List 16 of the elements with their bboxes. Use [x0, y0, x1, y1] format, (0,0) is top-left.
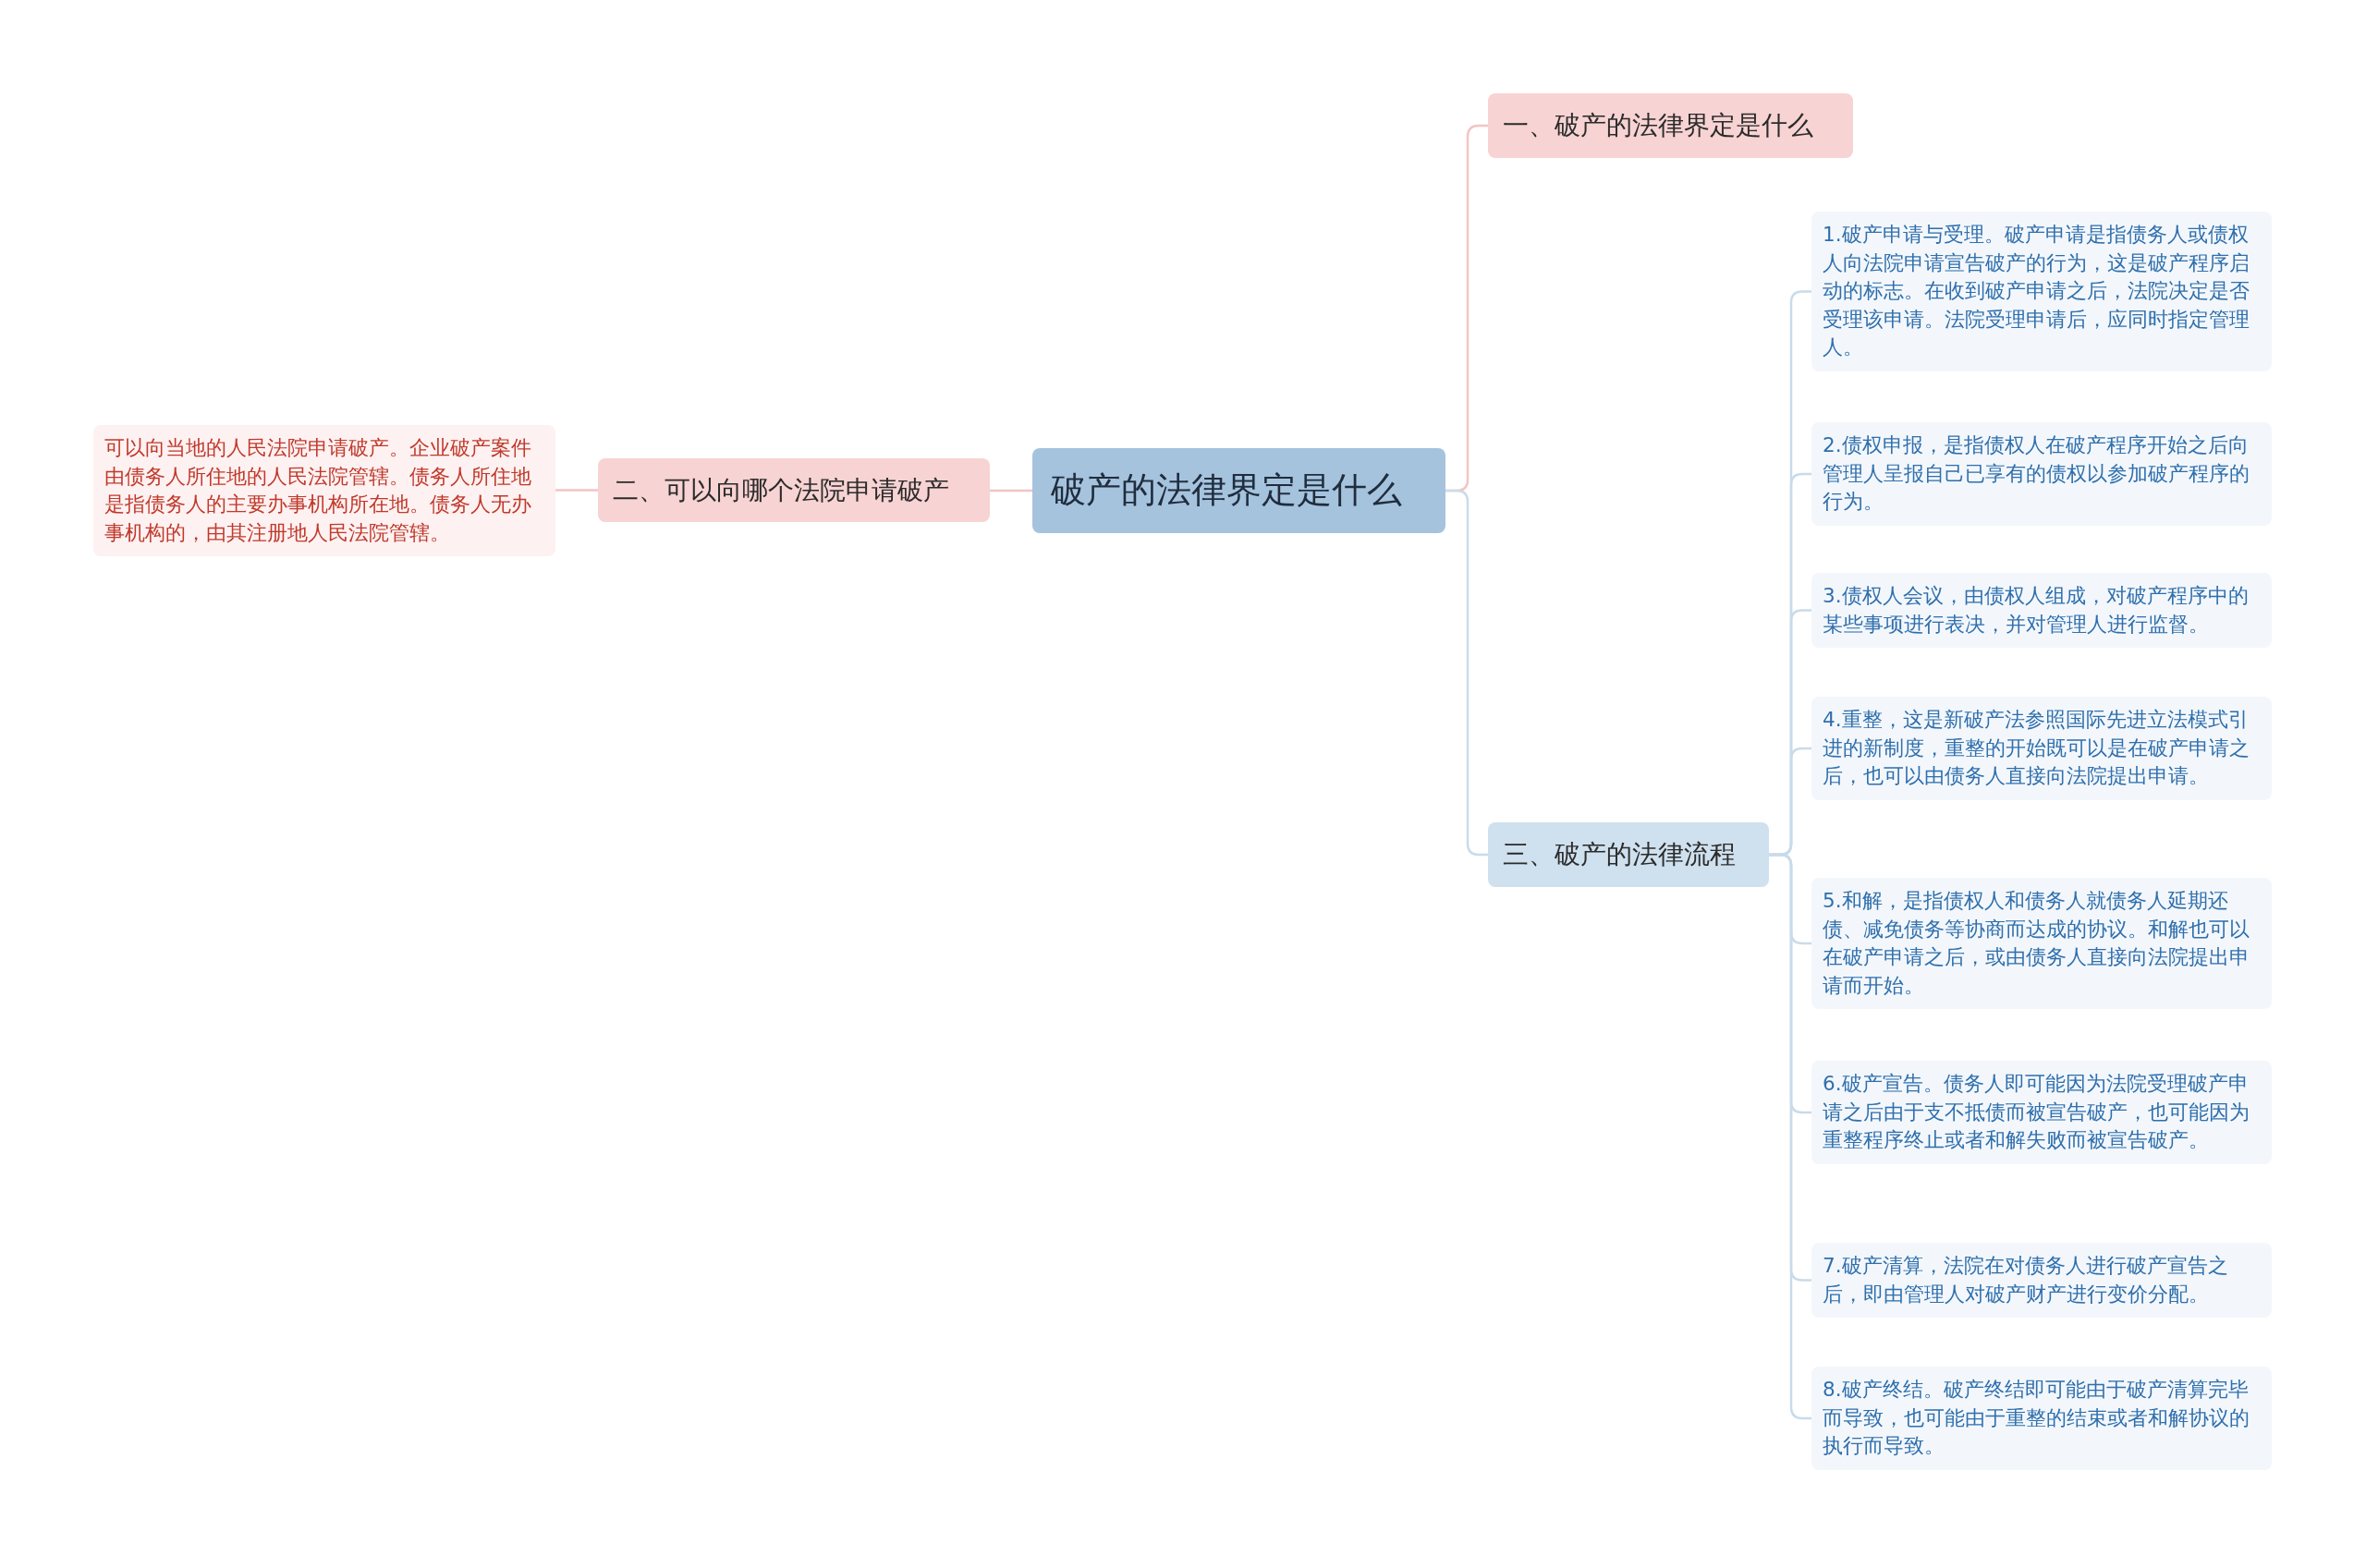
subtopic-note: 3.债权人会议，由债权人组成，对破产程序中的某些事项进行表决，并对管理人进行监督。 — [1811, 573, 2272, 649]
subtopic-note: 8.破产终结。破产终结即可能由于破产清算完毕而导致，也可能由于重整的结束或者和解协议的执行而导致。 — [1811, 1367, 2272, 1470]
central-topic: 破产的法律界定是什么 — [1032, 448, 1445, 533]
subtopic-note: 可以向当地的人民法院申请破产。企业破产案件由债务人所住地的人民法院管辖。债务人所住地是指债务人的主要办事机构所在地。债务人无办事机构的，由其注册地人民法院管辖。 — [93, 425, 555, 557]
subtopic-note: 5.和解，是指债权人和债务人就债务人延期还债、减免债务等协商而达成的协议。和解也可以在破产申请之后，或由债务人直接向法院提出申请而开始。 — [1811, 878, 2272, 1010]
subtopic-note: 2.债权申报，是指债权人在破产程序开始之后向管理人呈报自己已享有的债权以参加破产程序的行为。 — [1811, 422, 2272, 526]
branch-topic: 二、可以向哪个法院申请破产 — [598, 458, 990, 522]
subtopic-note: 7.破产清算，法院在对债务人进行破产宣告之后，即由管理人对破产财产进行变价分配。 — [1811, 1243, 2272, 1319]
connector-line — [990, 489, 1032, 492]
subtopic-note: 4.重整，这是新破产法参照国际先进立法模式引进的新制度，重整的开始既可以是在破产申请之后，也可以由债务人直接向法院提出申请。 — [1811, 697, 2272, 800]
branch-topic: 三、破产的法律流程 — [1488, 822, 1769, 887]
connector-line — [1445, 489, 1488, 857]
subtopic-note: 6.破产宣告。债务人即可能因为法院受理破产申请之后由于支不抵债而被宣告破产，也可能因为重整程序终止或者和解失败而被宣告破产。 — [1811, 1061, 2272, 1164]
branch-topic: 一、破产的法律界定是什么 — [1488, 93, 1853, 158]
subtopic-note: 1.破产申请与受理。破产申请是指债务人或债权人向法院申请宣告破产的行为，这是破产程序启动的标志。在收到破产申请之后，法院决定是否受理该申请。法院受理申请后，应同时指定管理人。 — [1811, 212, 2272, 371]
connector-line — [555, 489, 598, 492]
